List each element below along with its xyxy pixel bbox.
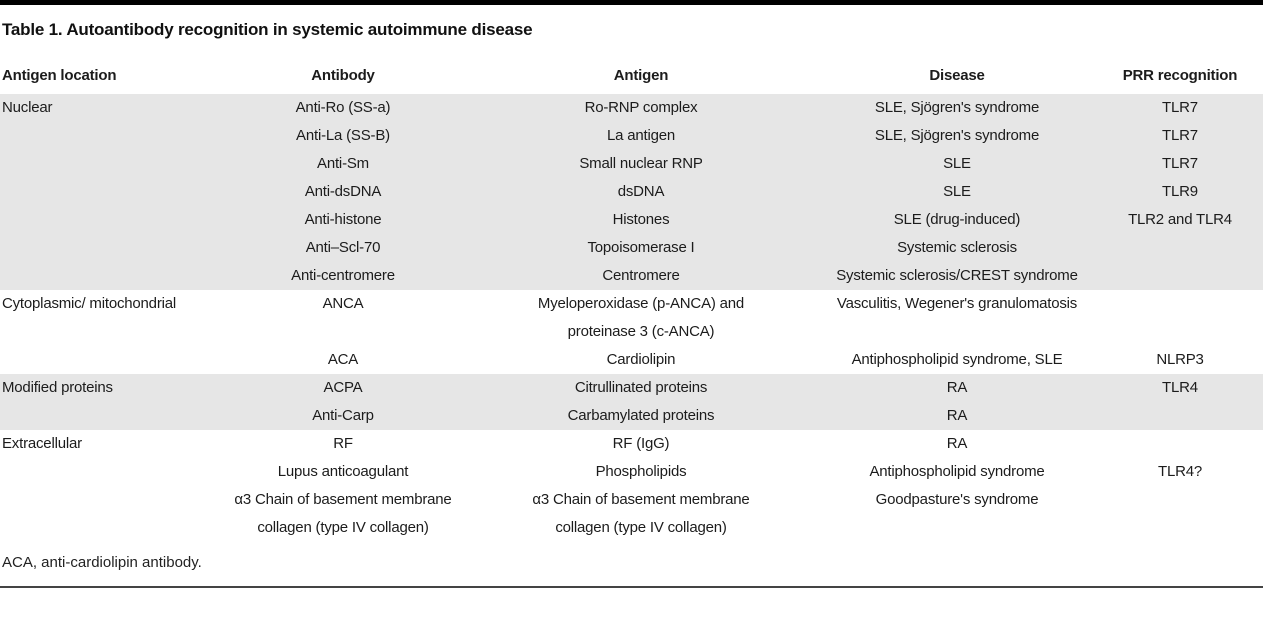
cell-prr: TLR7 [1097,150,1263,178]
cell-antigen: Carbamylated proteins [465,402,817,430]
cell-antibody: ANCA [322,295,364,312]
cell-antibody: Anti-Sm [221,150,465,178]
cell-antigen-location [0,346,221,374]
cell-antigen: Small nuclear RNP [465,150,817,178]
cell-prr [1097,402,1263,430]
cell-antibody: Anti-centromere [221,262,465,290]
cell-disease: SLE, Sjögren's syndrome [817,94,1097,122]
cell-antigen-location: Cytoplasmic/ mitochondrial [2,295,177,312]
table-footnote: ACA, anti-cardiolipin antibody. [2,554,202,571]
cell-disease: RA [817,374,1097,402]
table-row: Anti-Sm Small nuclear RNP SLE TLR7 [0,150,1263,178]
cell-antibody: RF [333,435,353,452]
table-row: Lupus anticoagulant Phospholipids Antiph… [0,458,1263,486]
cell-antigen: α3 Chain of basement membrane collagen (… [532,491,750,536]
cell-antigen-location [0,262,221,290]
cell-prr: TLR2 and TLR4 [1097,206,1263,234]
cell-antigen-location [0,234,221,262]
table-row: ACA Cardiolipin Antiphospholipid syndrom… [0,346,1263,374]
cell-disease: Antiphospholipid syndrome [869,463,1045,480]
cell-disease: RA [817,402,1097,430]
cell-antigen-location [0,486,221,542]
cell-antibody: ACPA [221,374,465,402]
table-row: Anti-dsDNA dsDNA SLE TLR9 [0,178,1263,206]
cell-antigen: Topoisomerase I [465,234,817,262]
cell-antigen: Cardiolipin [606,351,676,368]
table-row: Anti-La (SS-B) La antigen SLE, Sjögren's… [0,122,1263,150]
column-header-antigen-location: Antigen location [2,67,117,84]
cell-antigen-location: Nuclear [0,94,221,122]
cell-disease: Antiphospholipid syndrome, SLE [851,351,1063,368]
header-row: Antigen location Antibody Antigen Diseas… [0,66,1263,94]
cell-antigen-location: Modified proteins [0,374,221,402]
cell-disease: SLE, Sjögren's syndrome [817,122,1097,150]
cell-antigen-location [0,458,221,486]
cell-antigen: Myeloperoxidase (p-ANCA) and proteinase … [537,295,745,340]
cell-antigen: Centromere [465,262,817,290]
cell-antigen: Ro-RNP complex [465,94,817,122]
cell-prr [1097,430,1263,458]
table-row: α3 Chain of basement membrane collagen (… [0,486,1263,542]
table-row: Anti-Carp Carbamylated proteins RA [0,402,1263,430]
table-row: Anti-histone Histones SLE (drug-induced)… [0,206,1263,234]
cell-prr: TLR9 [1097,178,1263,206]
cell-prr [1097,290,1263,346]
cell-prr [1097,234,1263,262]
table-row: Cytoplasmic/ mitochondrial ANCA Myeloper… [0,290,1263,346]
cell-antigen: La antigen [465,122,817,150]
cell-prr: TLR4? [1157,463,1203,480]
cell-antigen: Phospholipids [595,463,687,480]
cell-antigen-location [0,206,221,234]
cell-disease: RA [946,435,968,452]
cell-antibody: Anti-dsDNA [221,178,465,206]
cell-prr: NLRP3 [1156,351,1204,368]
bottom-rule [0,586,1263,588]
cell-antigen-location: Extracellular [2,435,82,452]
cell-prr [1097,262,1263,290]
column-header-antigen: Antigen [613,67,669,84]
column-header-disease: Disease [929,67,985,84]
autoantibody-table: Antigen location Antibody Antigen Diseas… [0,66,1263,542]
cell-antibody: Anti-Carp [221,402,465,430]
table-row: Extracellular RF RF (IgG) RA [0,430,1263,458]
cell-disease: SLE (drug-induced) [817,206,1097,234]
top-rule [0,0,1263,5]
cell-antigen-location [0,150,221,178]
cell-antigen-location [0,178,221,206]
cell-antibody: Anti-Ro (SS-a) [221,94,465,122]
table-title: Table 1. Autoantibody recognition in sys… [2,20,533,39]
cell-antibody: Anti-histone [221,206,465,234]
column-header-prr-recognition: PRR recognition [1122,67,1238,84]
cell-antibody: Lupus anticoagulant [277,463,409,480]
cell-prr: TLR7 [1097,122,1263,150]
cell-prr [1097,486,1263,542]
cell-disease: Systemic sclerosis/CREST syndrome [817,262,1097,290]
cell-antigen-location [0,402,221,430]
cell-disease: Vasculitis, Wegener's granulomatosis [836,295,1078,312]
cell-antigen: Citrullinated proteins [465,374,817,402]
cell-prr: TLR4 [1097,374,1263,402]
cell-antigen: RF (IgG) [612,435,670,452]
table-row: Anti–Scl-70 Topoisomerase I Systemic scl… [0,234,1263,262]
column-header-antibody: Antibody [311,67,375,84]
cell-prr: TLR7 [1097,94,1263,122]
cell-antibody: Anti–Scl-70 [221,234,465,262]
cell-disease: Goodpasture's syndrome [875,491,1039,508]
table-row: Modified proteins ACPA Citrullinated pro… [0,374,1263,402]
cell-antibody: ACA [327,351,359,368]
cell-antibody: α3 Chain of basement membrane collagen (… [234,491,452,536]
table-row: Nuclear Anti-Ro (SS-a) Ro-RNP complex SL… [0,94,1263,122]
cell-antigen: Histones [465,206,817,234]
table-row: Anti-centromere Centromere Systemic scle… [0,262,1263,290]
cell-antigen-location [0,122,221,150]
cell-antibody: Anti-La (SS-B) [221,122,465,150]
cell-disease: SLE [817,178,1097,206]
cell-disease: SLE [817,150,1097,178]
cell-antigen: dsDNA [465,178,817,206]
cell-disease: Systemic sclerosis [817,234,1097,262]
